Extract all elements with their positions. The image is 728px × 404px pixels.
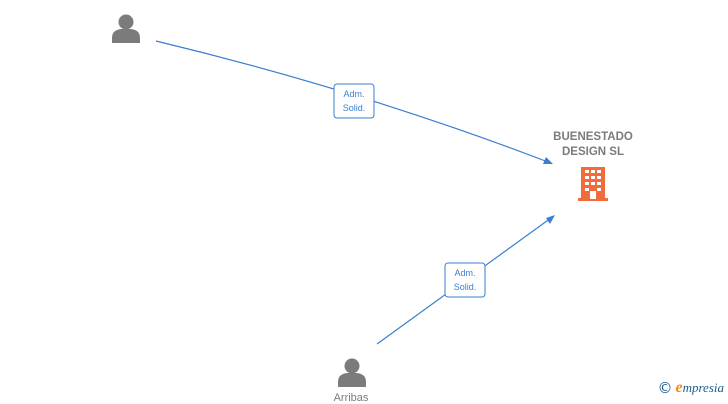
brand-rest: mpresia [682,380,724,395]
edge-label-line1: Adm. [454,268,475,278]
edge-bottom-person-to-company: Adm. Solid. [376,215,555,345]
edge-label-line1: Adm. [343,89,364,99]
company-name[interactable]: BUENESTADO DESIGN SL [553,131,633,158]
edge-label-line2: Solid. [343,103,366,113]
person-icon[interactable] [112,14,140,44]
person-icon[interactable] [338,358,366,388]
arrow-head [543,157,553,164]
edge-label-box[interactable] [444,262,486,298]
building-icon[interactable] [578,167,608,201]
empresia-watermark: © empresia [657,379,724,397]
edge-label[interactable]: Adm. Solid. [333,83,375,119]
edge-label-box[interactable] [333,83,375,119]
arrow-head [546,215,555,224]
edge-label-line2: Solid. [454,282,477,292]
copyright-icon: © [657,379,673,397]
brand-logo: empresia [675,379,724,397]
edge-top-person-to-company: Adm. Solid. [155,40,553,164]
edge-label[interactable]: Adm. Solid. [444,262,486,298]
brand-initial: e [675,379,683,396]
person-name-label[interactable]: Arribas [333,392,369,404]
